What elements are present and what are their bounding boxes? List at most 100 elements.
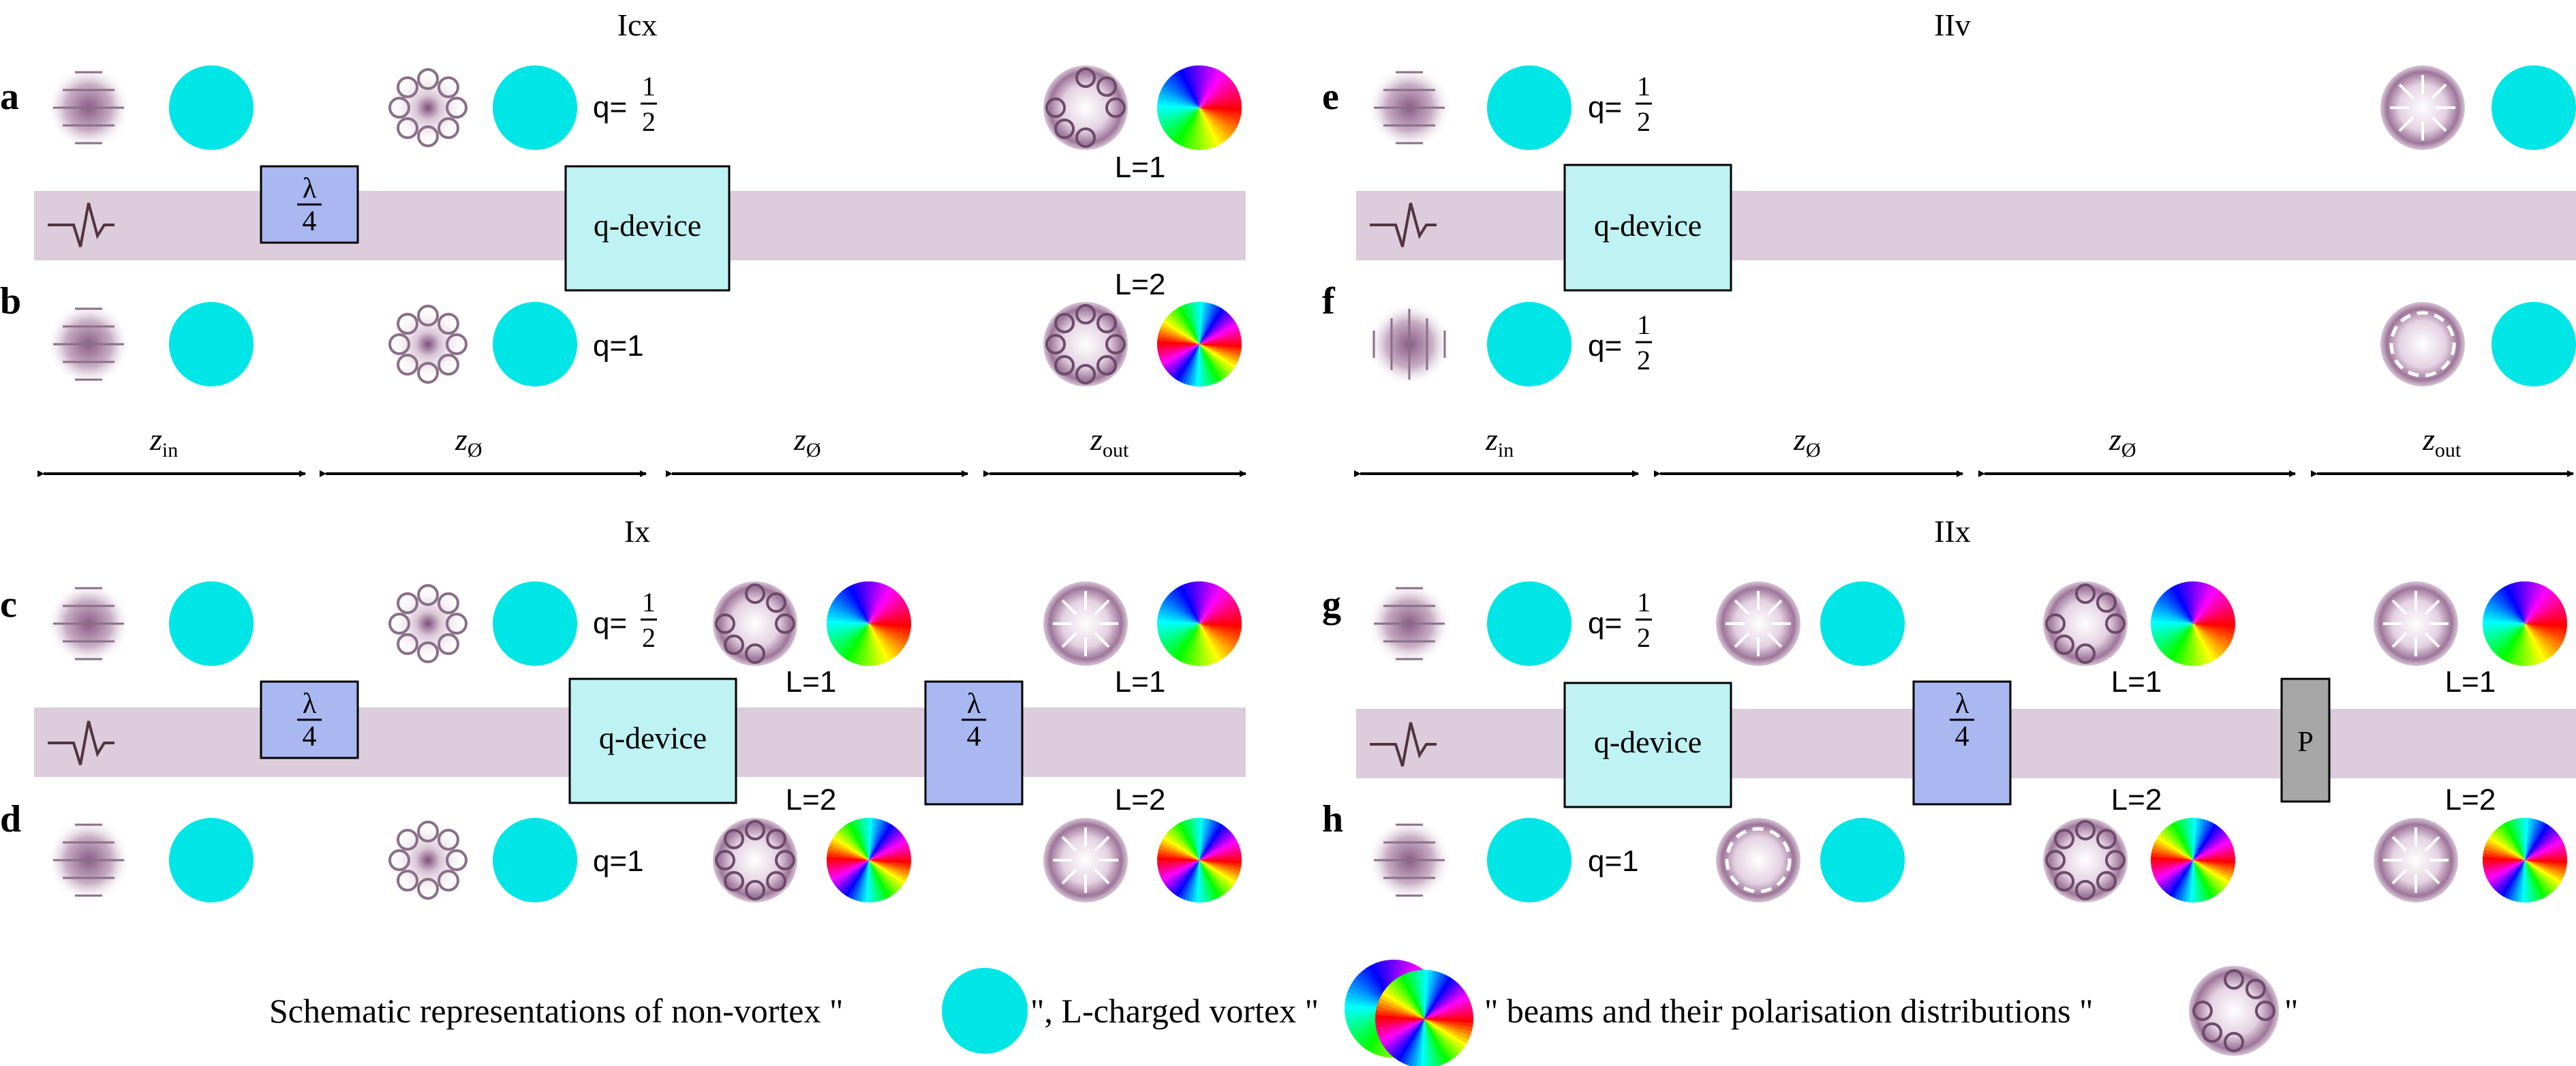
vortex-segment	[1199, 620, 1242, 624]
vortex-segment	[1157, 624, 1199, 635]
vortex-segment	[2525, 849, 2567, 860]
vortex-segment	[1158, 344, 1199, 359]
vortex-segment	[1424, 1006, 1473, 1019]
swirl-polarisation-icon	[388, 68, 467, 147]
vortex-segment	[2151, 623, 2193, 628]
vortex-segment	[2151, 624, 2193, 635]
vortex-segment	[2483, 624, 2525, 635]
vortex-segment	[2193, 849, 2235, 860]
vortex-segment	[830, 838, 869, 860]
vortex-segment	[869, 596, 904, 624]
vortex-segment	[2193, 860, 2228, 888]
vortex-segment	[2193, 833, 2228, 860]
vortex-segment	[1199, 836, 1237, 860]
svg-text:q=: q=	[593, 607, 627, 640]
vortex-segment	[1199, 108, 1203, 150]
vortex-segment	[1195, 581, 1200, 624]
panel-title-ix: Ix	[624, 514, 650, 549]
vortex-segment	[1161, 838, 1199, 860]
distance-labels: zin zØ zØ zout	[1485, 422, 2462, 461]
vortex-segment	[2172, 821, 2193, 860]
vortex-segment	[2175, 624, 2193, 664]
vortex-segment	[2171, 860, 2193, 899]
vortex-segment	[827, 859, 869, 864]
vortex-segment	[2487, 860, 2525, 885]
vortex-segment	[1159, 326, 1199, 344]
vortex-segment	[2171, 624, 2193, 663]
vortex-segment	[2151, 624, 2193, 631]
vortex-segment	[2151, 859, 2193, 864]
vortex-segment	[869, 860, 893, 898]
vortex-segment	[1188, 818, 1199, 860]
vortex-segment	[1424, 994, 1469, 1019]
vortex-segment	[1163, 82, 1199, 108]
q-one-label: q=1	[1588, 844, 1639, 878]
vortex-segment	[1424, 1019, 1445, 1065]
vortex-segment	[1381, 1019, 1424, 1048]
vortex-segment	[844, 624, 869, 660]
q-device-label: q-device	[599, 720, 707, 755]
vortex-segment	[1178, 821, 1199, 860]
vortex-segment	[833, 624, 869, 651]
vortex-segment	[848, 585, 869, 624]
vortex-segment	[869, 860, 896, 896]
vortex-segment	[1188, 65, 1199, 108]
vortex-segment	[2525, 624, 2558, 654]
vortex-segment	[850, 624, 869, 664]
vortex-segment	[2483, 860, 2525, 868]
vortex-beam-icon	[2151, 817, 2235, 902]
row-label-e: e	[1322, 76, 1339, 118]
vortex-segment	[1199, 87, 1238, 108]
vortex-segment	[1157, 108, 1199, 115]
vortex-segment	[2503, 860, 2525, 899]
polarisation-distribution-icon	[2189, 966, 2279, 1056]
waveplate-four: 4	[303, 721, 317, 752]
vortex-segment	[2525, 599, 2562, 624]
linear-polarisation-icon	[46, 65, 131, 150]
vortex-segment	[865, 818, 870, 860]
vortex-segment	[2175, 583, 2193, 624]
vortex-segment	[1199, 83, 1237, 108]
vortex-segment	[1199, 860, 1214, 902]
vortex-segment	[869, 599, 906, 624]
vortex-segment	[2525, 609, 2566, 624]
vortex-segment	[2178, 819, 2193, 860]
vortex-segment	[1199, 624, 1229, 657]
vortex-segment	[2168, 586, 2193, 624]
vortex-segment	[2525, 616, 2567, 624]
vortex-segment	[1169, 590, 1199, 624]
vortex-segment	[1424, 1010, 1473, 1019]
row-label-b: b	[0, 280, 21, 322]
vortex-segment	[833, 860, 869, 887]
vortex-segment	[1199, 624, 1203, 666]
svg-text:zout: zout	[1090, 422, 1129, 461]
vortex-segment	[2525, 612, 2567, 624]
vortex-segment	[1192, 65, 1199, 108]
vortex-segment	[1199, 612, 1242, 624]
vortex-segment	[1199, 75, 1230, 108]
vortex-segment	[1199, 104, 1242, 108]
vortex-segment	[1379, 1019, 1424, 1044]
vortex-segment	[1164, 108, 1199, 135]
vortex-segment	[2486, 838, 2525, 860]
vortex-segment	[827, 624, 869, 635]
vortex-segment	[1199, 344, 1238, 366]
vortex-segment	[2525, 624, 2565, 642]
vortex-segment	[1199, 108, 1211, 150]
waveplate-box	[1912, 680, 2012, 806]
vortex-segment	[861, 581, 869, 624]
vortex-segment	[869, 827, 900, 860]
vortex-segment	[2156, 598, 2193, 624]
vortex-segment	[2525, 591, 2556, 624]
vortex-segment	[1159, 860, 1199, 879]
vortex-segment	[2525, 624, 2532, 666]
polarisation-distribution-icon	[2043, 581, 2128, 666]
vortex-segment	[1157, 860, 1199, 872]
vortex-segment	[1181, 108, 1199, 148]
vortex-segment	[2158, 832, 2193, 860]
vortex-segment	[2517, 818, 2525, 860]
svg-text:2: 2	[1637, 345, 1651, 376]
vortex-segment	[2488, 835, 2525, 860]
vortex-segment	[2485, 860, 2525, 879]
vortex-segment	[2525, 583, 2543, 624]
